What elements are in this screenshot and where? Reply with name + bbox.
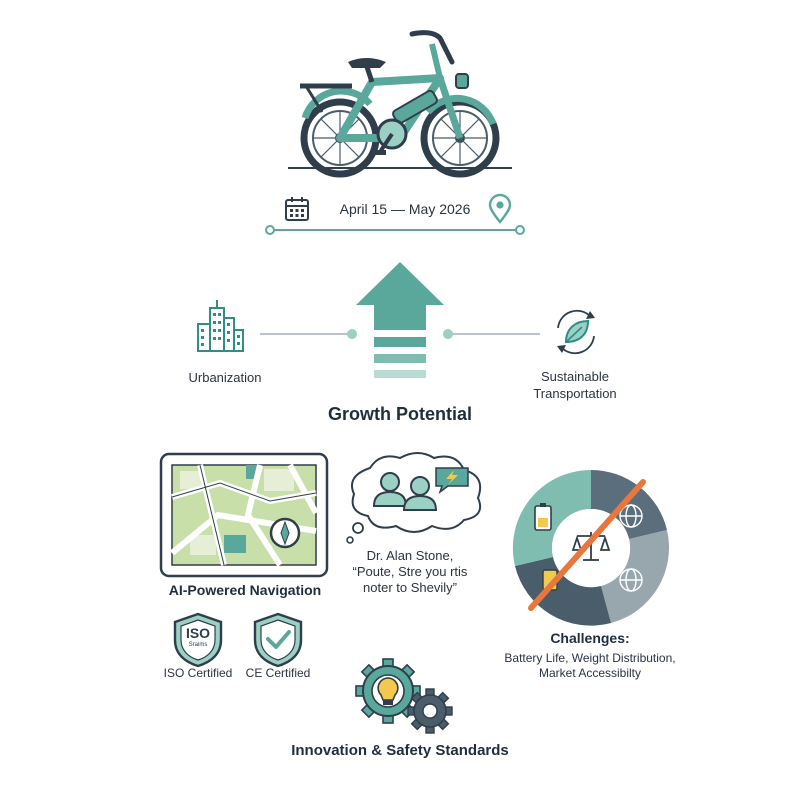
- challenges-line2: Market Accessibilty: [538, 666, 642, 680]
- leaf-recycle-icon: [557, 309, 595, 355]
- shield-icon: [173, 612, 223, 668]
- city-buildings-icon: [197, 300, 244, 352]
- iso-badge-subtext: Sraims: [188, 642, 208, 648]
- globe-icon: [619, 504, 643, 592]
- calendar-icon: [285, 197, 309, 221]
- map-navigation-icon: [159, 452, 329, 578]
- date-range: April 15 — May 2026: [339, 201, 471, 217]
- sustainable-label-line2: Transportation: [533, 386, 617, 401]
- quote-line2: noter to Shevily”: [363, 580, 457, 595]
- ce-certified-label: CE Certified: [245, 666, 311, 680]
- sustainable-label-line1: Sustainable: [541, 369, 609, 384]
- quote-name: Dr. Alan Stone,: [366, 548, 454, 563]
- innovation-title: Innovation & Safety Standards: [291, 742, 509, 759]
- challenges-donut: [512, 469, 670, 626]
- iso-certified-label: ISO Certified: [163, 666, 233, 680]
- lightning-icon: [435, 467, 469, 495]
- urbanization-label: Urbanization: [188, 370, 262, 385]
- compass-icon: [269, 517, 301, 549]
- timeline-line: [265, 225, 525, 235]
- gear-icon: [355, 658, 453, 734]
- thought-bubble: [346, 452, 482, 544]
- shield-check-icon: [253, 612, 303, 668]
- lightbulb-icon: [377, 677, 399, 705]
- people-icon: [372, 472, 438, 511]
- quote-line1: “Poute, Stre you rtis: [352, 564, 468, 579]
- challenges-line1: Battery Life, Weight Distribution,: [504, 651, 676, 665]
- battery-icon: [534, 503, 552, 531]
- growth-potential-title: Growth Potential: [328, 404, 472, 424]
- challenges-title: Challenges:: [550, 630, 630, 646]
- ai-navigation-label: AI-Powered Navigation: [168, 582, 322, 598]
- iso-badge-text: ISO: [185, 625, 211, 641]
- location-pin-icon: [488, 193, 512, 224]
